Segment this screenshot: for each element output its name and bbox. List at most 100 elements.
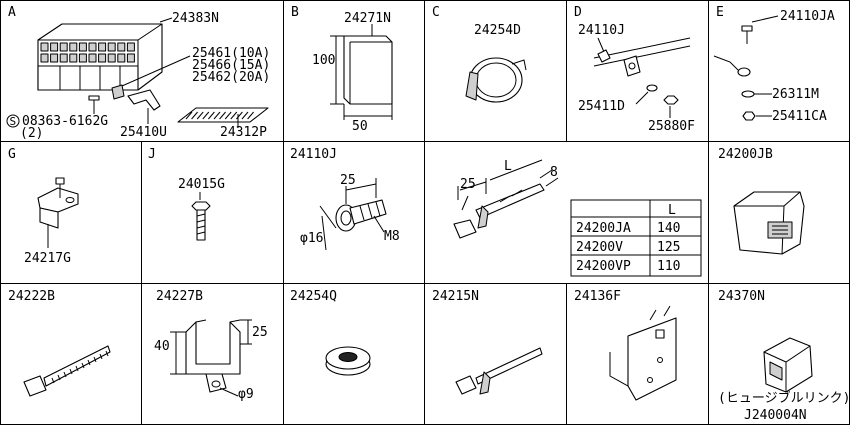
fuse-block xyxy=(37,23,163,91)
cell-j: J 24015G xyxy=(148,147,225,241)
screw xyxy=(88,95,100,114)
tie-rib xyxy=(105,350,109,357)
strip-rib xyxy=(191,111,198,120)
strip-rib xyxy=(202,111,210,120)
label-screw-qty: (2) xyxy=(20,126,43,141)
strip-rib xyxy=(196,111,204,120)
dim-bolt-dia: φ16 xyxy=(300,231,323,246)
fuse-slot xyxy=(107,42,116,52)
dim-bolt-length: 25 xyxy=(340,173,356,188)
link-caption: (ヒュージブルリンク) xyxy=(718,390,850,406)
cell-letter: C xyxy=(432,5,440,20)
cell-letter: A xyxy=(8,5,16,20)
tie-rib xyxy=(75,365,79,372)
label-26311m: 26311M xyxy=(772,87,819,102)
fuse-slot xyxy=(117,53,126,63)
strip-rib xyxy=(208,111,215,120)
fuse-slot xyxy=(88,53,97,63)
label-25461: 25461(10A) xyxy=(192,46,270,61)
cell-g: G 24217G xyxy=(8,147,79,266)
cell-letter: G xyxy=(8,147,16,162)
dim-clip-a: 25 xyxy=(460,177,476,192)
screw-symbol: S xyxy=(10,115,17,128)
cable-tie xyxy=(23,345,111,397)
cell-grommet: 24254Q xyxy=(290,289,371,376)
table-part-cell: 24200V xyxy=(576,240,623,255)
harness-clip xyxy=(453,183,545,239)
table-length-cell: 125 xyxy=(657,240,680,255)
label-24015g: 24015G xyxy=(178,177,225,192)
label-25410u: 25410U xyxy=(120,125,167,140)
label-24254q: 24254Q xyxy=(290,289,337,304)
label-25411ca: 25411CA xyxy=(772,109,827,124)
label-24383n: 24383N xyxy=(172,11,219,26)
label-screw: 08363-6162G xyxy=(22,114,108,129)
cell-bracket: 24227B 40 25 φ9 xyxy=(154,289,268,402)
label-24215n: 24215N xyxy=(432,289,479,304)
flange-bolt xyxy=(191,201,211,241)
label-24110j-bolt: 24110J xyxy=(290,147,337,162)
ground-lead xyxy=(713,55,751,77)
fuse-slot xyxy=(59,53,68,63)
cell-letter: B xyxy=(291,5,299,20)
dim-height: 100 xyxy=(312,53,335,68)
fuse-puller xyxy=(111,84,161,111)
label-24227b: 24227B xyxy=(156,289,203,304)
label-24110j: 24110J xyxy=(578,23,625,38)
tie-rib xyxy=(99,353,103,360)
nut xyxy=(663,95,679,105)
label-24271n: 24271N xyxy=(344,11,391,26)
connector-cover xyxy=(733,191,805,255)
pad xyxy=(343,35,393,105)
label-25880f: 25880F xyxy=(648,119,695,134)
tie-rib xyxy=(87,359,91,366)
fuse-slot xyxy=(50,42,59,52)
drawing-number: J240004N xyxy=(744,408,807,423)
fuse-slot xyxy=(40,42,49,52)
strip-rib xyxy=(236,111,243,120)
cell-tie: 24215N xyxy=(432,289,543,395)
fuse-slot xyxy=(98,53,107,63)
grommet xyxy=(325,346,371,376)
fuse-slot xyxy=(126,53,135,63)
strip-rib xyxy=(241,111,249,120)
fusible-link xyxy=(763,337,813,393)
fuse-slot xyxy=(78,42,87,52)
cell-letter: D xyxy=(574,5,582,20)
label-25411d: 25411D xyxy=(578,99,625,114)
tie-rib xyxy=(93,356,97,363)
fuse-slot xyxy=(107,53,116,63)
strip-rib xyxy=(219,111,226,120)
cell-letter: E xyxy=(716,5,724,20)
cell-b: B 24271N 100 50 xyxy=(291,5,393,134)
washer xyxy=(646,84,658,92)
cell-bolt: 24110J 25 φ16 M8 xyxy=(290,147,400,251)
dim-clip-l: L xyxy=(504,159,512,174)
label-24222b: 24222B xyxy=(8,289,55,304)
cell-link: 24370N (ヒュージブルリンク) xyxy=(718,289,850,406)
cell-e: E 24110JA 26311M 25411CA xyxy=(713,5,835,124)
harness-bracket xyxy=(593,37,691,77)
table-length-cell: 140 xyxy=(657,221,680,236)
hex-bolt xyxy=(335,199,387,232)
cell-plate: 24136F xyxy=(574,289,677,401)
table-part-cell: 24200VP xyxy=(576,259,631,274)
cell-cover: 24200JB xyxy=(718,147,805,255)
dim-bolt-thread: M8 xyxy=(384,229,400,244)
dim-width: 50 xyxy=(352,119,368,134)
fuse-slot xyxy=(59,42,68,52)
label-24254d: 24254D xyxy=(474,23,521,38)
tie-rib xyxy=(63,371,67,378)
strip-rib xyxy=(230,111,238,120)
dim-bracket-top: 25 xyxy=(252,325,268,340)
cell-c: C 24254D xyxy=(432,5,527,103)
strip-rib xyxy=(224,111,232,120)
cell-band: 24222B xyxy=(8,289,111,397)
label-24200jb: 24200JB xyxy=(718,147,773,162)
strip-rib xyxy=(185,111,193,120)
cell-d: D 24110J 25411D 25880F xyxy=(574,5,695,134)
tie-rib xyxy=(81,362,85,369)
